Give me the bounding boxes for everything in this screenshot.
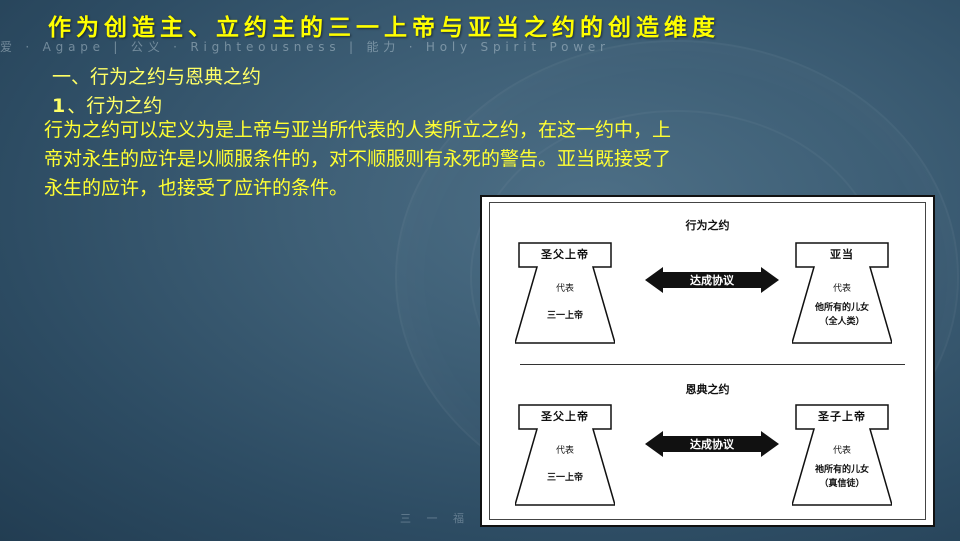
party-title: 圣父上帝 <box>541 248 589 261</box>
party-name: 三一上帝 <box>546 473 583 483</box>
grace-right-party: 圣子上帝 代表 祂所有的儿女 （真信徒） <box>792 403 892 507</box>
party-title: 圣子上帝 <box>818 410 866 423</box>
covenant-diagram: 行为之约 圣父上帝 代表 三一上帝 达成协议 亚当 代表 他所有的儿女 （全人类… <box>480 195 935 527</box>
diagram-frame: 行为之约 圣父上帝 代表 三一上帝 达成协议 亚当 代表 他所有的儿女 （全人类… <box>489 202 926 520</box>
party-rep-label: 代表 <box>555 284 574 294</box>
party-name-line: 祂所有的儿女 <box>814 465 869 475</box>
section-title: 、行为之约 <box>67 95 163 117</box>
body-line: 行为之约可以定义为是上帝与亚当所代表的人类所立之约，在这一约中，上 <box>44 119 672 141</box>
footer-watermark: 三 一 福 音 <box>400 512 497 525</box>
party-name: 三一上帝 <box>546 311 583 321</box>
grace-agreement-arrow: 达成协议 <box>645 431 779 457</box>
agreement-label: 达成协议 <box>690 438 734 451</box>
diagram-divider <box>520 364 905 365</box>
body-paragraph: 行为之约可以定义为是上帝与亚当所代表的人类所立之约，在这一约中，上 帝对永生的应… <box>44 116 944 203</box>
watermark-text: 爱 · Agape | 公义 · Righteousness | 能力 · Ho… <box>0 40 610 54</box>
party-rep-label: 代表 <box>832 284 851 294</box>
party-title: 圣父上帝 <box>541 410 589 423</box>
works-agreement-arrow: 达成协议 <box>645 267 779 293</box>
section-number: 1 <box>52 95 66 117</box>
agreement-label: 达成协议 <box>690 274 734 287</box>
section-heading: 1、行为之约 <box>52 91 162 118</box>
works-heading: 行为之约 <box>685 219 730 232</box>
double-arrow-icon <box>645 431 779 457</box>
party-rep-label: 代表 <box>832 446 851 456</box>
party-name-line: （全人类） <box>819 317 865 327</box>
party-name: 祂所有的儿女 （真信徒） <box>792 463 892 491</box>
double-arrow-icon <box>645 267 779 293</box>
flask-shape-icon <box>515 242 615 344</box>
slide-subtitle: 一、行为之约与恩典之约 <box>52 66 262 88</box>
party-name-line: 他所有的儿女 <box>814 303 869 313</box>
flask-shape-icon <box>515 404 615 506</box>
grace-left-party: 圣父上帝 代表 三一上帝 <box>515 403 615 507</box>
flask-shape-icon <box>792 242 892 344</box>
party-name: 他所有的儿女 （全人类） <box>792 301 892 329</box>
grace-heading: 恩典之约 <box>685 383 730 396</box>
works-left-party: 圣父上帝 代表 三一上帝 <box>515 241 615 345</box>
party-name-line: （真信徒） <box>819 479 865 489</box>
party-title: 亚当 <box>830 248 854 261</box>
slide-title: 作为创造主、立约主的三一上帝与亚当之约的创造维度 <box>48 15 720 41</box>
works-right-party: 亚当 代表 他所有的儿女 （全人类） <box>792 241 892 345</box>
body-line: 帝对永生的应许是以顺服条件的，对不顺服则有永死的警告。亚当既接受了 <box>44 148 672 170</box>
party-rep-label: 代表 <box>555 446 574 456</box>
flask-shape-icon <box>792 404 892 506</box>
body-line: 永生的应许，也接受了应许的条件。 <box>44 177 349 199</box>
